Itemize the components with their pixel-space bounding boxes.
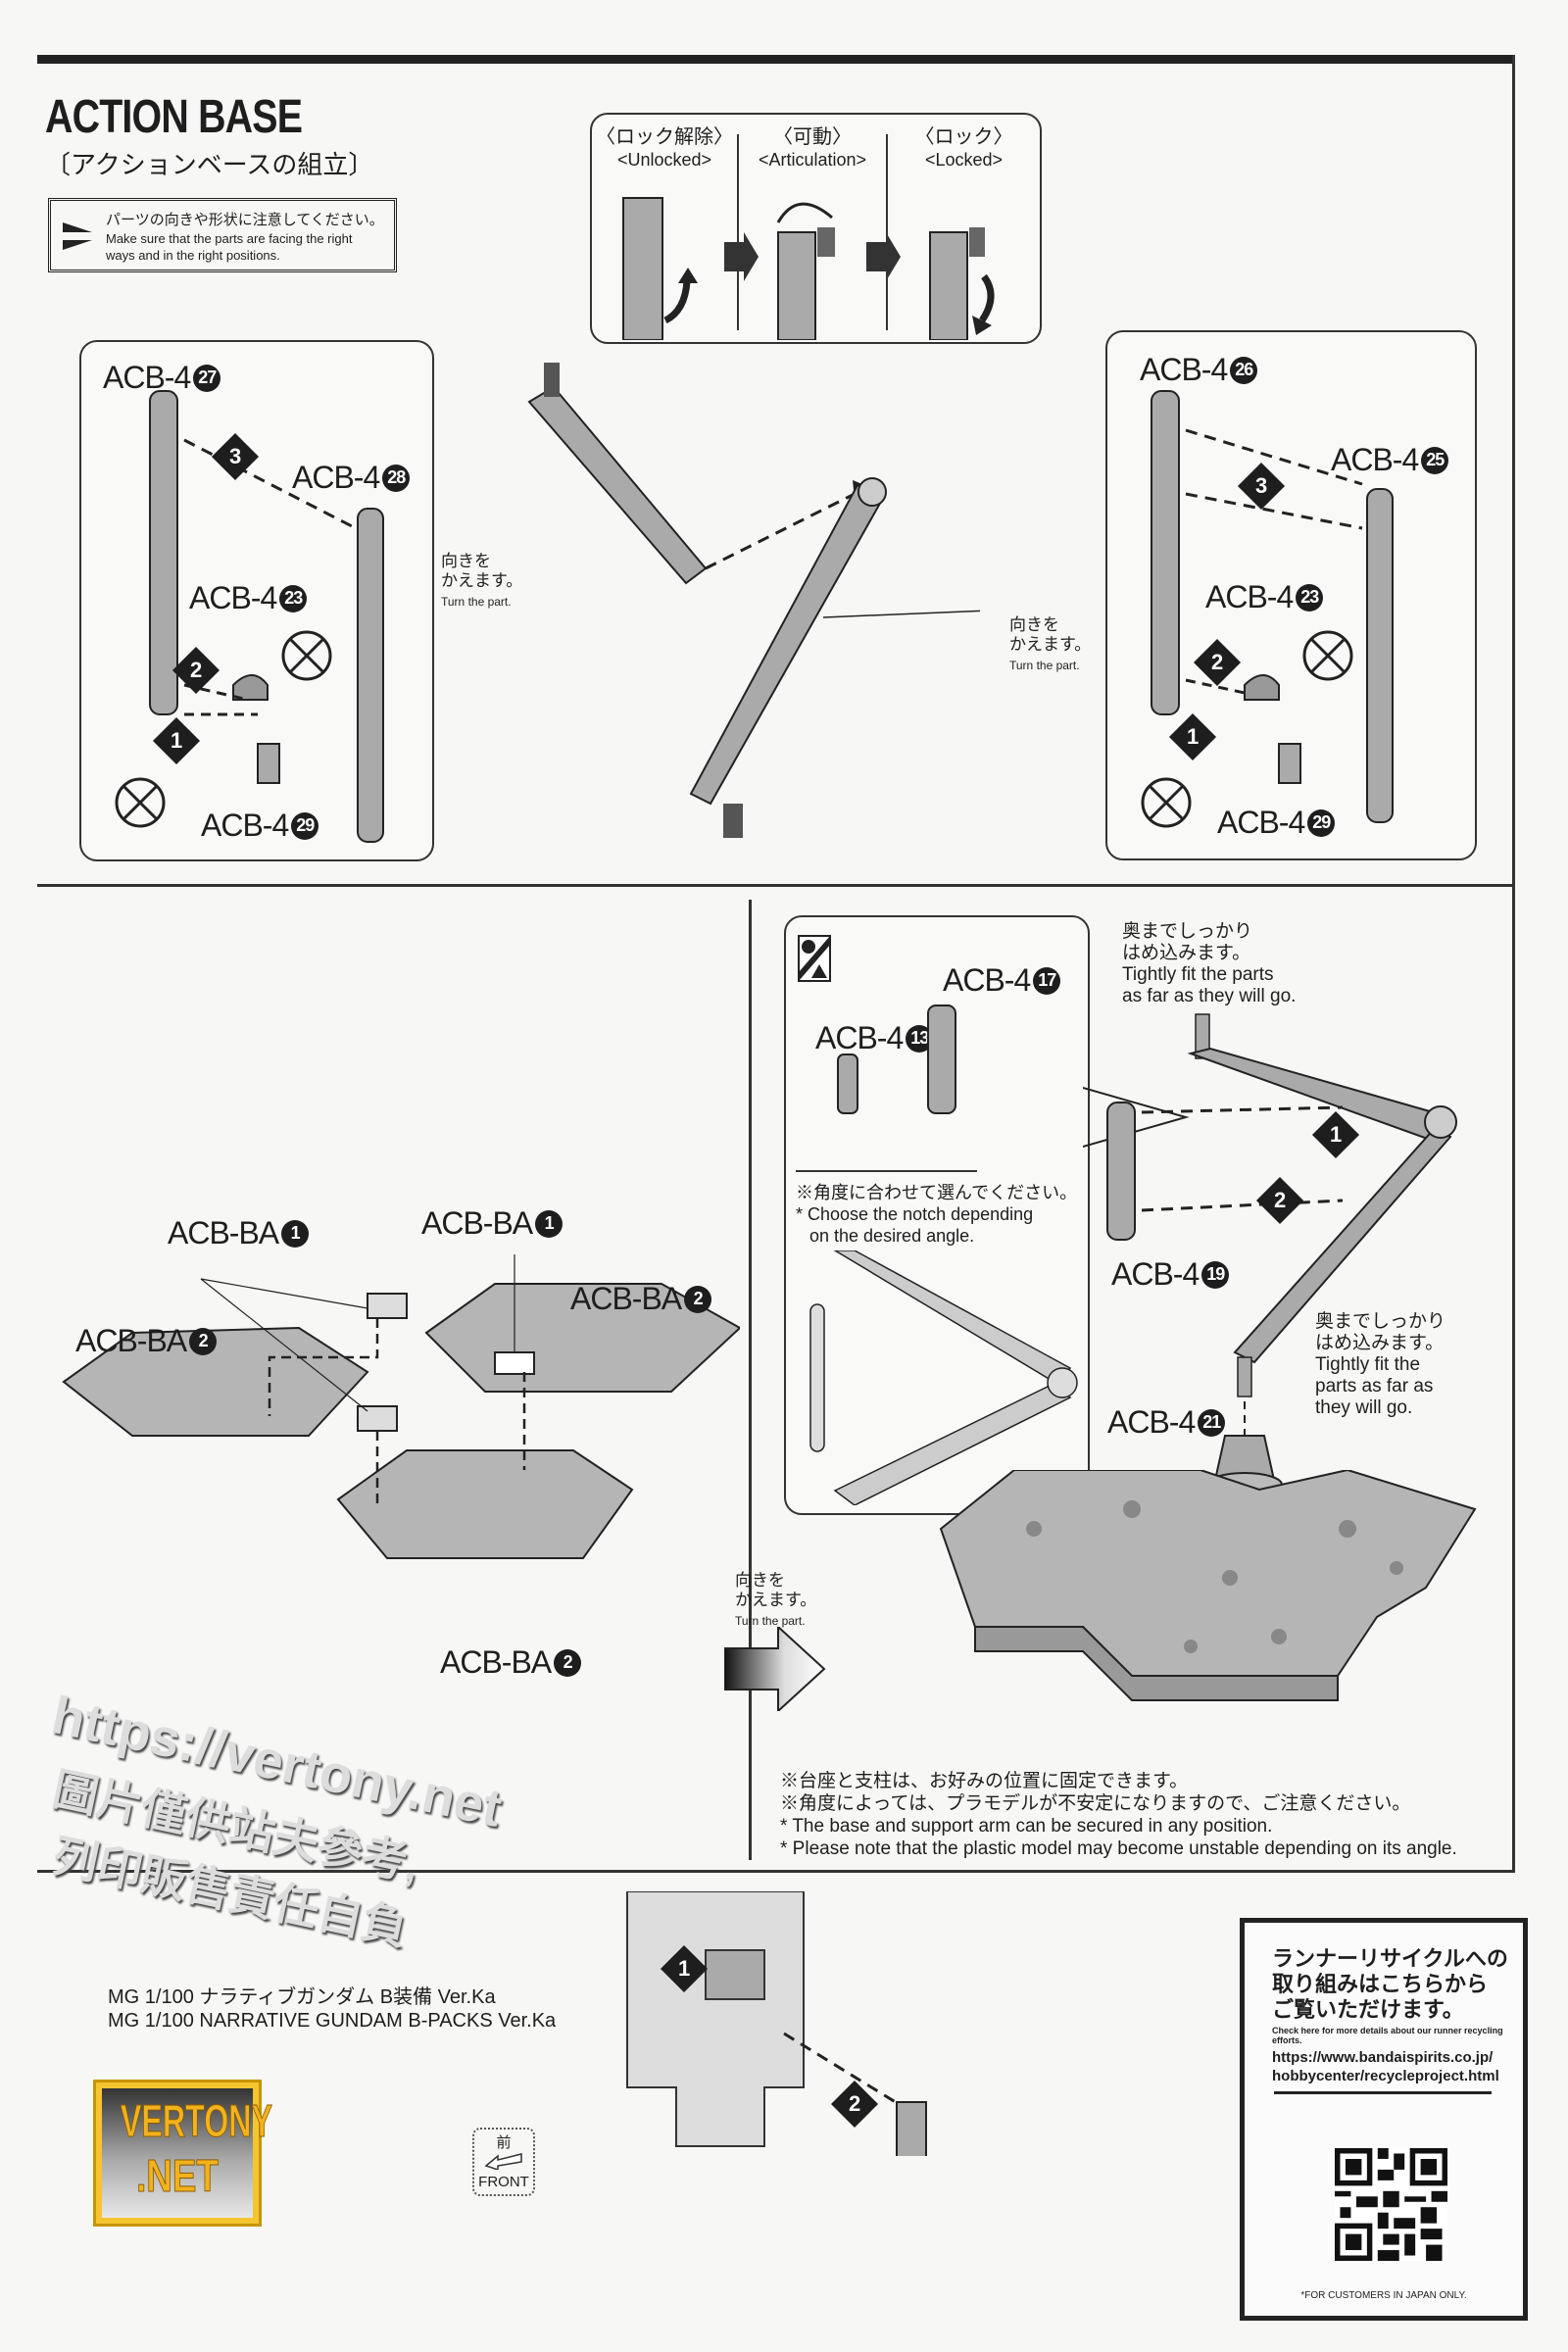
notice-jp: パーツの向きや形状に注意してください。 — [106, 212, 384, 228]
model-name-en: MG 1/100 NARRATIVE GUNDAM B-PACKS Ver.Ka — [108, 2010, 557, 2032]
notch-parts — [837, 1004, 956, 1114]
support-arm-illustration — [527, 363, 980, 838]
top-rule — [37, 55, 1515, 64]
recycle-url[interactable]: https://www.bandaispirits.co.jp/hobbycen… — [1272, 2049, 1499, 2084]
page-title: ACTION BASE — [45, 91, 303, 143]
section-divider-2 — [37, 1870, 1515, 1873]
recycle-en: Check here for more details about our ru… — [1272, 2026, 1503, 2045]
arm-assembly-illustration — [1106, 1013, 1457, 1497]
base-plates-illustration — [62, 1254, 740, 1559]
right-rule — [1512, 55, 1515, 1873]
turn-part-note-left: 向きをかえます。Turn the part. — [441, 552, 523, 609]
lock-joint-illustrations — [622, 197, 995, 340]
section-divider-1 — [37, 884, 1515, 887]
recycle-jp: ランナーリサイクルへの取り組みはこちらからご覧いただけます。 — [1272, 1946, 1508, 2022]
turn-part-note-center: 向きをかえます。Turn the part. — [735, 1571, 817, 1628]
notch-note: ※角度に合わせて選んでください。* Choose the notch depen… — [796, 1183, 1078, 1246]
front-direction-icon: 前 FRONT — [472, 2128, 535, 2196]
runner-recycle-box: ランナーリサイクルへの取り組みはこちらからご覧いただけます。 Check her… — [1240, 1918, 1528, 2321]
section-divider-vertical — [749, 900, 752, 1860]
lock-state-articulation: 〈可動〉<Articulation> — [758, 126, 867, 170]
model-name: MG 1/100 ナラティブガンダム B装備 Ver.Ka MG 1/100 N… — [108, 1985, 556, 2033]
left-assembly-parts — [115, 390, 384, 843]
orientation-arrows-icon — [63, 222, 92, 250]
base-notes: ※台座と支柱は、お好みの位置に固定できます。※角度によっては、プラモデルが不安定… — [780, 1771, 1457, 1859]
model-name-jp: MG 1/100 ナラティブガンダム B装備 Ver.Ka — [108, 1986, 496, 2008]
right-assembly-parts — [1141, 390, 1394, 828]
assembled-base-illustration — [939, 1470, 1477, 1701]
gundam-back-illustration — [626, 1891, 927, 2156]
lock-states-panel: 〈ロック解除〉<Unlocked> 〈可動〉<Articulation> 〈ロッ… — [590, 113, 1042, 344]
vertony-logo: VERTONY .NET — [93, 2080, 272, 2227]
qr-code-icon[interactable] — [1335, 2148, 1447, 2261]
lock-state-unlocked: 〈ロック解除〉<Unlocked> — [596, 126, 733, 170]
recycle-footer: *FOR CUSTOMERS IN JAPAN ONLY. — [1300, 2290, 1467, 2301]
turn-part-note-right: 向きをかえます。Turn the part. — [1009, 615, 1092, 672]
page-subtitle: 〔アクションベースの組立〕 — [45, 150, 374, 179]
optional-parts-icon — [798, 935, 831, 982]
orientation-notice: パーツの向きや形状に注意してください。 Make sure that the p… — [48, 198, 397, 272]
notice-en: Make sure that the parts are facing the … — [106, 231, 353, 263]
notch-detail-illustration — [809, 1250, 1078, 1505]
front-arrow-icon — [484, 2153, 522, 2172]
next-arrow-icon — [724, 1627, 826, 1711]
lock-state-locked: 〈ロック〉<Locked> — [914, 126, 1013, 170]
